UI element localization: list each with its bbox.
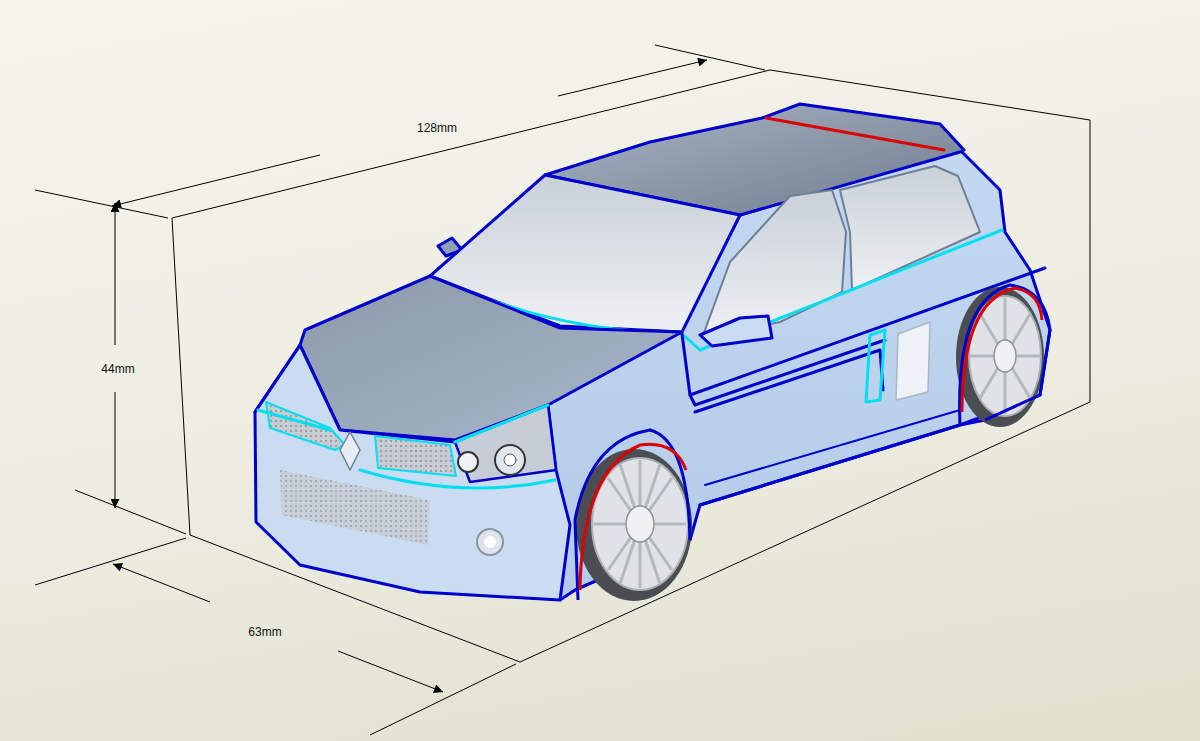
dimension-label: 128mm [415,121,459,135]
wheels [575,285,1050,601]
dimension-label: 44mm [99,362,136,376]
dimension-label: 63mm [246,625,283,639]
bounding-box [172,70,1090,662]
car-body [255,104,1050,600]
